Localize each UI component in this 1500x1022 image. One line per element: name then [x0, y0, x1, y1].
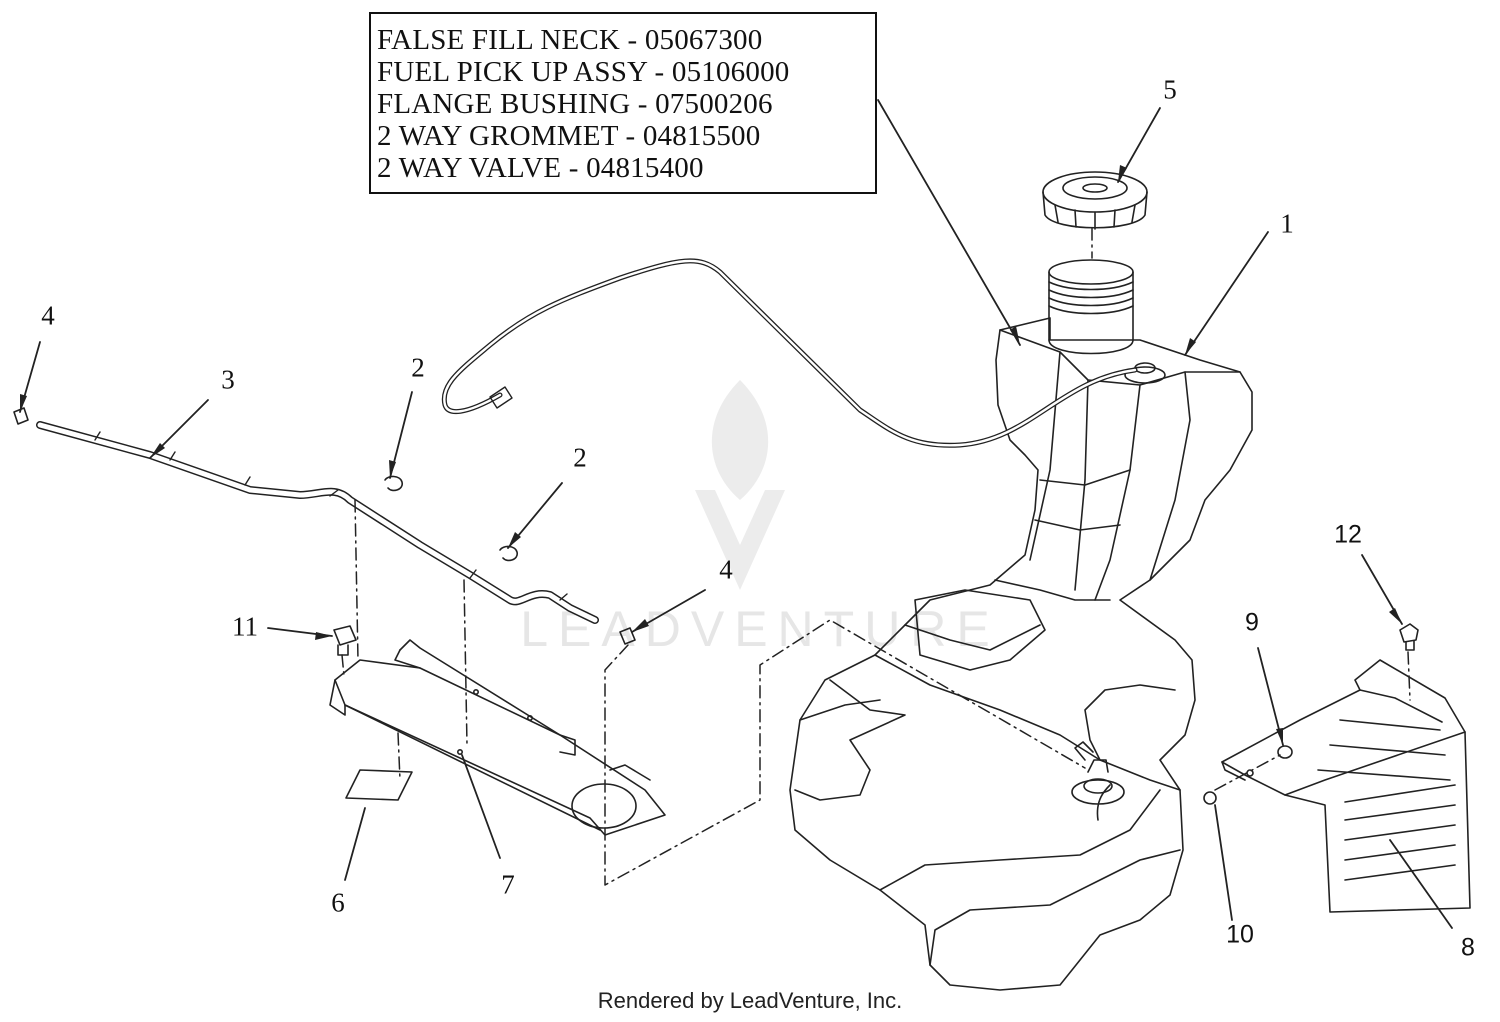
mounting-bracket-icon: [329, 639, 666, 836]
callout-line: FALSE FILL NECK - 05067300: [377, 24, 763, 56]
callout-number-3[interactable]: 3: [221, 364, 235, 395]
callout-number-5[interactable]: 5: [1163, 74, 1177, 105]
callout-line: 2 WAY GROMMET - 04815500: [377, 120, 761, 152]
callout-number-7[interactable]: 7: [501, 869, 515, 900]
callout-number-2a[interactable]: 2: [411, 352, 425, 383]
watermark-text: LEADVENTURE: [520, 601, 1000, 657]
clip-icon-b: [499, 545, 518, 562]
callout-number-4a[interactable]: 4: [41, 300, 55, 331]
part-number-callout: FALSE FILL NECK - 05067300 FUEL PICK UP …: [369, 12, 877, 194]
callout-number-8[interactable]: 8: [1461, 933, 1475, 962]
callout-number-4b[interactable]: 4: [719, 554, 733, 585]
grommet-icon: [1277, 745, 1293, 759]
callout-number-10[interactable]: 10: [1226, 920, 1254, 949]
callout-number-11[interactable]: 11: [232, 611, 258, 642]
clip-icon-a: [384, 475, 403, 492]
callout-number-2b[interactable]: 2: [573, 442, 587, 473]
fuel-cap-icon: [1042, 171, 1148, 230]
pad-icon: [345, 769, 413, 801]
plug-icon: [1203, 791, 1217, 805]
callout-number-6[interactable]: 6: [331, 887, 345, 918]
callout-number-9[interactable]: 9: [1245, 608, 1259, 637]
callout-line: 2 WAY VALVE - 04815400: [377, 152, 704, 184]
bolt-icon: [1399, 623, 1419, 651]
callout-line: FUEL PICK UP ASSY - 05106000: [377, 56, 790, 88]
fuel-tank-icon: [789, 317, 1253, 991]
alignment-lines: [341, 227, 1411, 886]
heat-shield-icon: [1221, 659, 1471, 913]
screw-icon: [333, 625, 357, 656]
filler-neck-icon: [1048, 259, 1134, 355]
leader-lines: [19, 99, 1453, 929]
fuel-line: [36, 421, 599, 624]
clamp-icon-b: [619, 627, 636, 645]
callout-number-12[interactable]: 12: [1334, 520, 1362, 549]
footer-credit: Rendered by LeadVenture, Inc.: [597, 988, 903, 1013]
callout-number-1[interactable]: 1: [1280, 208, 1294, 239]
callout-line: FLANGE BUSHING - 07500206: [377, 88, 773, 120]
